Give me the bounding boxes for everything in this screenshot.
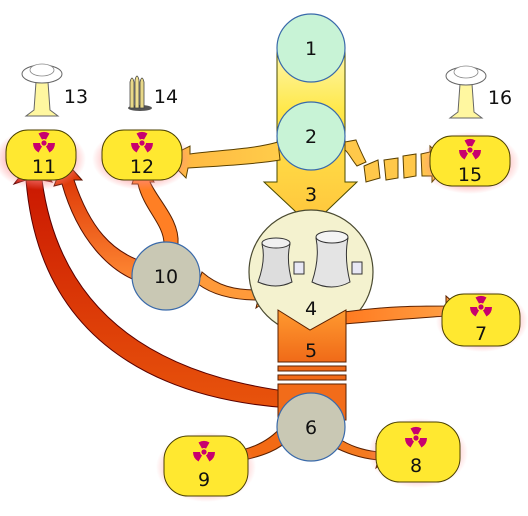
cooling-towers-icon — [257, 230, 363, 288]
fuel-rods-icon — [128, 75, 152, 111]
node-7: 7 — [436, 290, 528, 352]
node-4-label: 4 — [305, 298, 317, 320]
mushroom-cloud-icon — [21, 63, 63, 117]
node-12: 12 — [92, 128, 192, 190]
node-2: 2 — [276, 101, 346, 171]
node-9: 9 — [156, 432, 256, 502]
node-15-label: 15 — [458, 164, 482, 186]
node-5: 5 — [305, 340, 317, 362]
node-2-label: 2 — [305, 126, 317, 148]
node-6: 6 — [276, 392, 346, 462]
mushroom-cloud-icon — [445, 65, 487, 119]
node-16-label: 16 — [488, 87, 512, 109]
node-12-label: 12 — [130, 156, 154, 178]
node-13-label: 13 — [64, 86, 88, 108]
node-10-label: 10 — [154, 266, 178, 288]
node-7-label: 7 — [475, 323, 487, 345]
node-15: 15 — [420, 132, 520, 194]
node-16: 16 — [445, 65, 512, 119]
node-1: 1 — [276, 13, 346, 83]
node-8-label: 8 — [410, 455, 422, 477]
node-11: 11 — [0, 128, 86, 190]
reactor-node — [248, 209, 374, 335]
node-9-label: 9 — [198, 469, 210, 491]
node-8: 8 — [368, 418, 468, 488]
node-11-label: 11 — [32, 156, 56, 178]
node-14-label: 14 — [154, 86, 178, 108]
node-10: 10 — [131, 241, 201, 311]
node-6-label: 6 — [305, 417, 317, 439]
node-5-label: 5 — [305, 340, 317, 362]
node-1-label: 1 — [305, 38, 317, 60]
node-3: 3 — [305, 184, 317, 206]
node-13: 13 — [21, 63, 88, 117]
node-14: 14 — [128, 75, 178, 111]
node-4: 4 — [305, 298, 317, 320]
node-3-label: 3 — [305, 184, 317, 206]
